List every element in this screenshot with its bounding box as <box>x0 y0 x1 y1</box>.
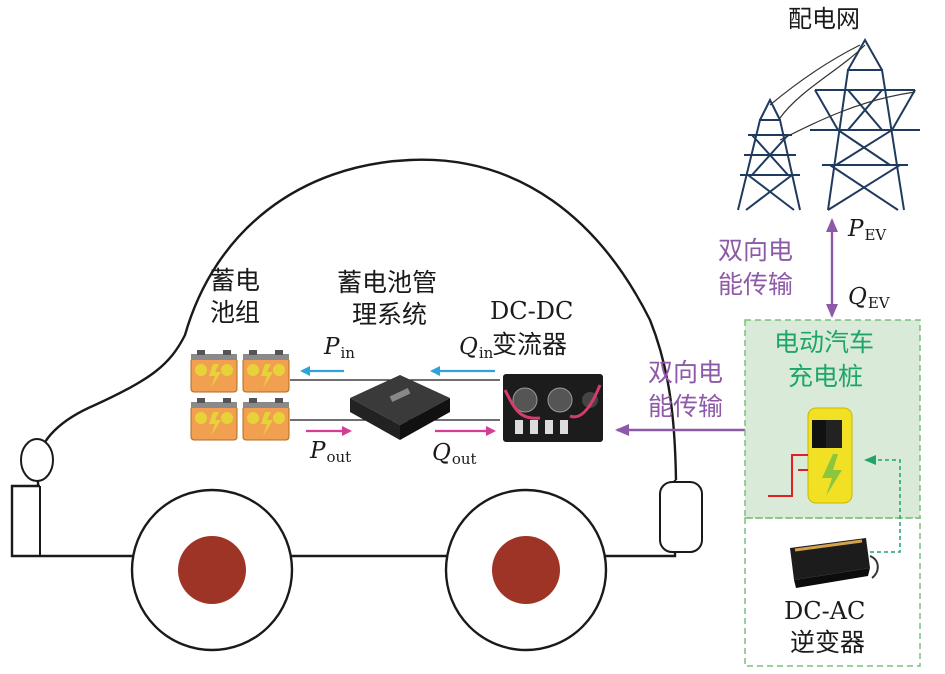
inverter-box <box>744 517 921 667</box>
p-out-symbol: Pout <box>310 438 352 466</box>
headlight <box>20 438 54 482</box>
bms-label-line2: 理系统 <box>352 300 428 329</box>
tail-light <box>659 481 703 553</box>
rear-wheel <box>444 488 608 652</box>
p-ev-symbol: PEV <box>848 216 887 244</box>
battery-pack-icon <box>190 350 290 441</box>
q-in-symbol: Qin <box>459 334 494 362</box>
front-wheel <box>130 488 294 652</box>
bms-module-icon <box>350 375 450 440</box>
grid-label: 配电网 <box>788 5 860 33</box>
bms-label-line1: 蓄电池管 <box>337 268 438 297</box>
dcdc-label-line2: 变流器 <box>492 330 568 359</box>
inverter-label-line1: DC-AC <box>784 597 866 625</box>
charger-pile-icon <box>768 407 853 504</box>
bidirectional-label-vertical-line1: 双向电 <box>718 236 794 265</box>
charger-label-line2: 充电桩 <box>788 362 864 391</box>
dcdc-label-line1: DC-DC <box>490 297 574 325</box>
battery-group-label-line1: 蓄电 <box>210 266 261 295</box>
inverter-icon <box>790 538 879 588</box>
power-grid-towers-icon <box>737 37 920 211</box>
bidirectional-label-vertical-line2: 能传输 <box>718 270 794 299</box>
q-out-symbol: Qout <box>432 440 477 468</box>
p-in-symbol: Pin <box>324 334 355 362</box>
battery-group-label-line2: 池组 <box>210 298 261 327</box>
charger-label-line1: 电动汽车 <box>774 328 875 357</box>
bidirectional-label-horizontal-line1: 双向电 <box>648 358 724 387</box>
inverter-label-line2: 逆变器 <box>790 628 866 657</box>
q-ev-symbol: QEV <box>848 284 890 312</box>
inverter-to-charger-arrow <box>864 455 901 553</box>
bidirectional-label-horizontal-line2: 能传输 <box>648 392 724 421</box>
dcdc-converter-icon <box>503 374 603 442</box>
